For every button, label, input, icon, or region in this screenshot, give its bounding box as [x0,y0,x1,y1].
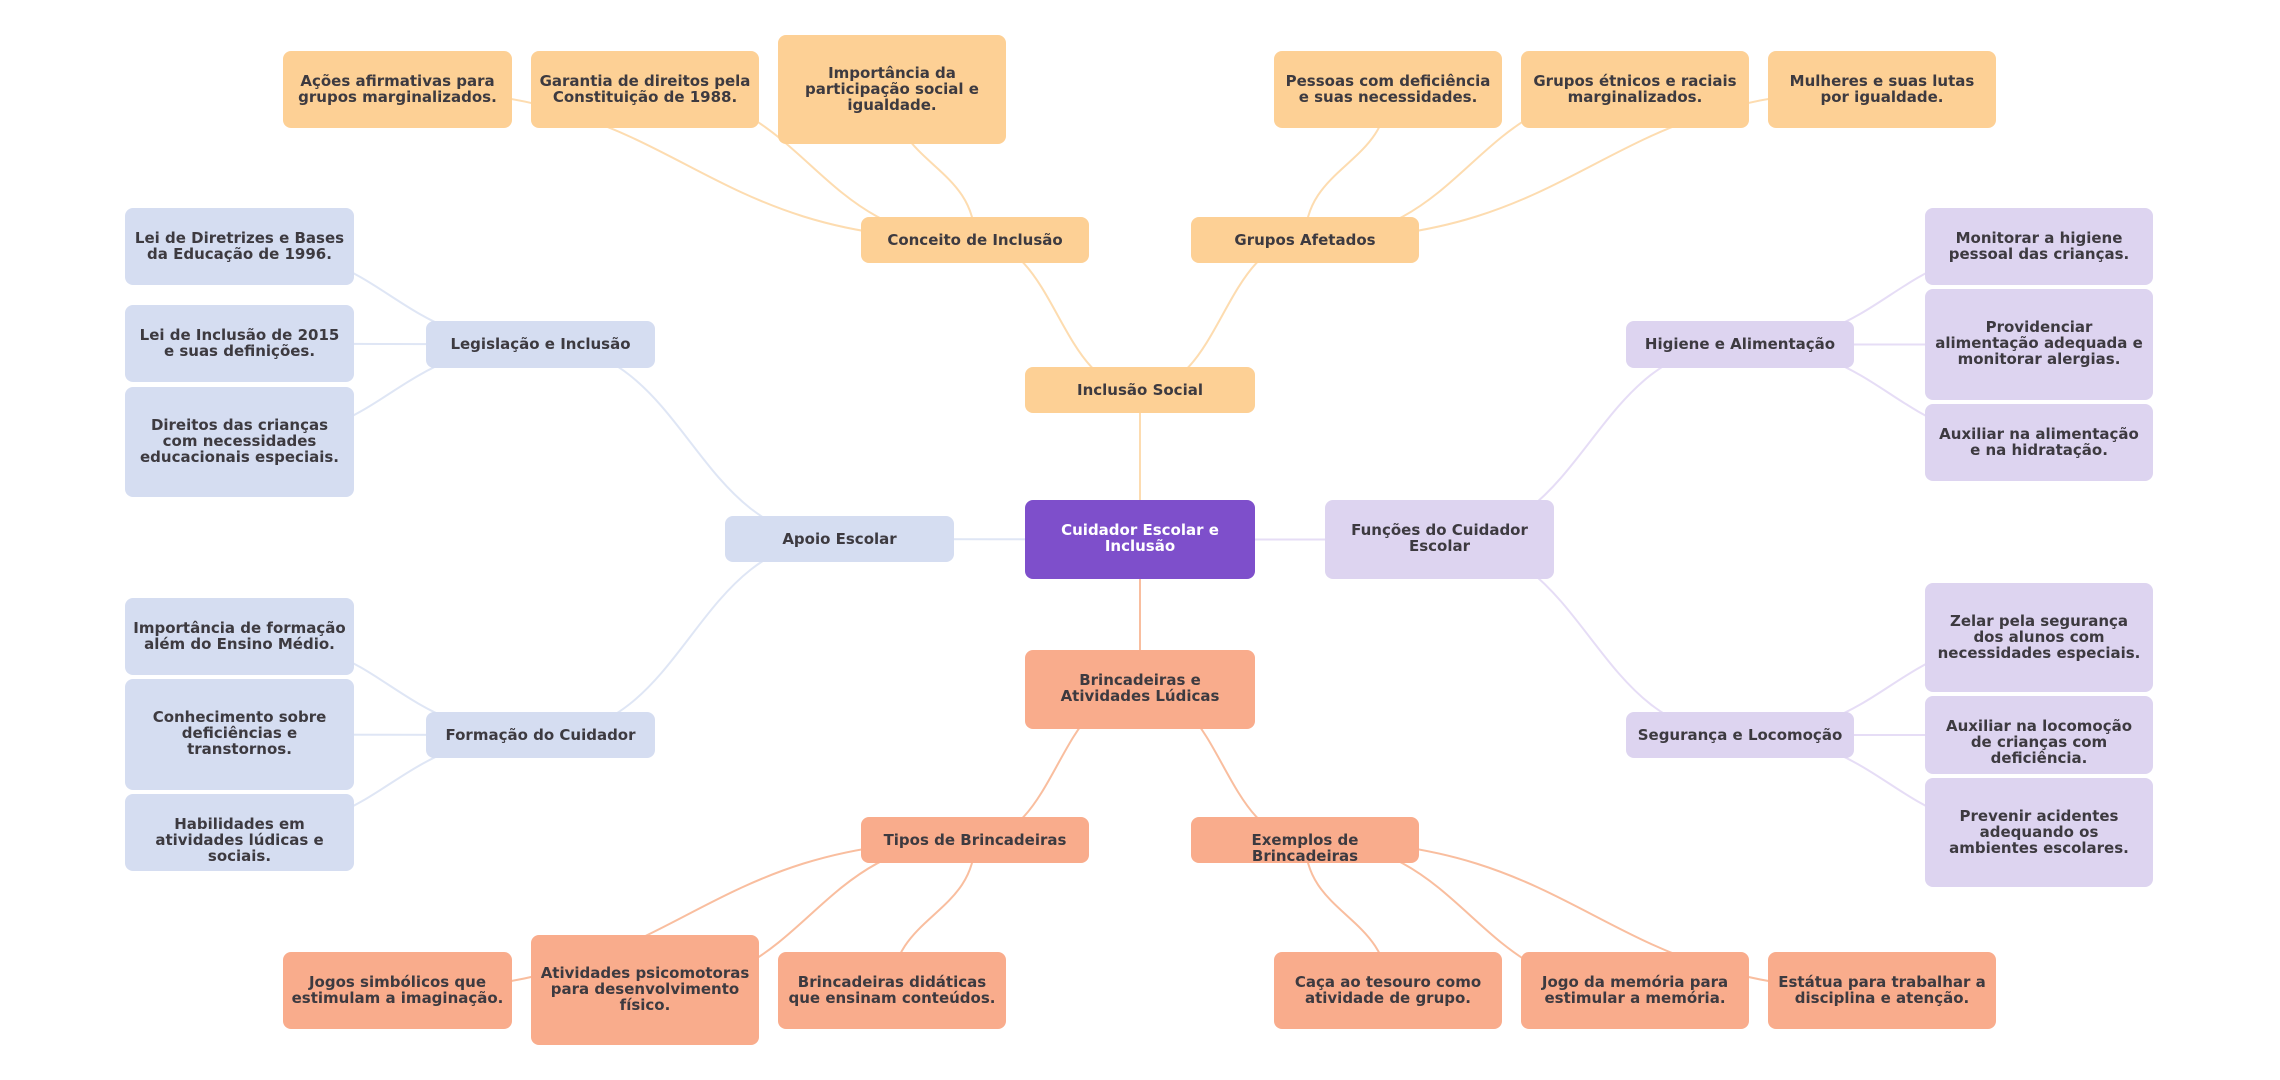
leaf-label: Mulheres e suas lutas por igualdade. [1789,72,1975,106]
leaf-label: Conhecimento sobre deficiências e transt… [152,708,327,758]
topic-label: Higiene e Alimentação [1644,335,1836,353]
leaf-label: Zelar pela segurança dos alunos com nece… [1937,612,2141,662]
leaf-label: Jogo da memória para estimular a memória… [1541,973,1729,1007]
leaf-label: Lei de Inclusão de 2015 e suas definiçõe… [139,326,340,360]
leaf-label: Estátua para trabalhar a disciplina e at… [1778,973,1986,1007]
leaf-label: Prevenir acidentes adequando os ambiente… [1949,807,2129,857]
leaf-label: Auxiliar na alimentação e na hidratação. [1939,425,2139,459]
leaf-label: Pessoas com deficiência e suas necessida… [1285,72,1491,106]
topic-label: Formação do Cuidador [445,726,636,744]
root-label: Cuidador Escolar e Inclusão [1061,521,1219,555]
topic-label: Legislação e Inclusão [450,335,631,353]
leaf-acoes-afirmativas[interactable]: Ações afirmativas para grupos marginaliz… [283,51,512,128]
topic-grupos-afetados[interactable]: Grupos Afetados [1191,217,1419,263]
leaf-auxiliar-alimentacao[interactable]: Auxiliar na alimentação e na hidratação. [1925,404,2153,481]
leaf-brincadeiras-didaticas[interactable]: Brincadeiras didáticas que ensinam conte… [778,952,1006,1029]
leaf-label: Providenciar alimentação adequada e moni… [1935,318,2143,368]
topic-exemplos-brincadeiras[interactable]: Exemplos de Brincadeiras [1191,817,1419,865]
root-node[interactable]: Cuidador Escolar e Inclusão [1025,500,1255,579]
leaf-label: Monitorar a higiene pessoal das crianças… [1948,229,2130,263]
leaf-grupos-etnicos[interactable]: Grupos étnicos e raciais marginalizados. [1521,51,1749,128]
leaf-label: Grupos étnicos e raciais marginalizados. [1533,72,1737,106]
leaf-label: Habilidades em atividades lúdicas e soci… [155,815,324,865]
leaf-jogo-memoria[interactable]: Jogo da memória para estimular a memória… [1521,952,1749,1029]
leaf-label: Lei de Diretrizes e Bases da Educação de… [134,229,345,263]
topic-label: Grupos Afetados [1234,231,1376,249]
edge-apoio-legislacao [540,343,840,540]
topic-label: Tipos de Brincadeiras [883,831,1067,849]
leaf-label: Garantia de direitos pela Constituição d… [539,72,751,106]
leaf-label: Caça ao tesouro como atividade de grupo. [1294,973,1482,1007]
leaf-label: Importância da participação social e igu… [805,64,979,114]
topic-conceito-inclusao[interactable]: Conceito de Inclusão [861,217,1089,263]
leaf-label: Direitos das crianças com necessidades e… [140,416,339,466]
leaf-monitorar-higiene[interactable]: Monitorar a higiene pessoal das crianças… [1925,208,2153,285]
leaf-label: Auxiliar na locomoção de crianças com de… [1945,717,2133,767]
leaf-estatua[interactable]: Estátua para trabalhar a disciplina e at… [1768,952,1996,1029]
branch-label: Brincadeiras e Atividades Lúdicas [1060,671,1220,705]
leaf-zelar-seguranca[interactable]: Zelar pela segurança dos alunos com nece… [1925,583,2153,692]
leaf-importancia-formacao[interactable]: Importância de formação além do Ensino M… [125,598,354,675]
leaf-conhecimento-deficiencias[interactable]: Conhecimento sobre deficiências e transt… [125,679,354,790]
edge-apoio-formacao [540,538,840,736]
leaf-auxiliar-locomocao[interactable]: Auxiliar na locomoção de crianças com de… [1925,696,2153,774]
leaf-label: Ações afirmativas para grupos marginaliz… [298,72,497,106]
leaf-label: Brincadeiras didáticas que ensinam conte… [788,973,996,1007]
topic-legislacao-inclusao[interactable]: Legislação e Inclusão [426,321,655,368]
branch-inclusao-social[interactable]: Inclusão Social [1025,367,1255,413]
leaf-pessoas-deficiencia[interactable]: Pessoas com deficiência e suas necessida… [1274,51,1502,128]
branch-label: Funções do Cuidador Escolar [1351,521,1528,555]
leaf-importancia-participacao[interactable]: Importância da participação social e igu… [778,35,1006,144]
leaf-lei-inclusao-2015[interactable]: Lei de Inclusão de 2015 e suas definiçõe… [125,305,354,382]
branch-brincadeiras[interactable]: Brincadeiras e Atividades Lúdicas [1025,650,1255,729]
leaf-prevenir-acidentes[interactable]: Prevenir acidentes adequando os ambiente… [1925,778,2153,887]
leaf-direitos-criancas[interactable]: Direitos das crianças com necessidades e… [125,387,354,497]
leaf-providenciar-alimentacao[interactable]: Providenciar alimentação adequada e moni… [1925,289,2153,400]
leaf-lei-diretrizes[interactable]: Lei de Diretrizes e Bases da Educação de… [125,208,354,285]
leaf-garantia-direitos[interactable]: Garantia de direitos pela Constituição d… [531,51,759,128]
leaf-mulheres[interactable]: Mulheres e suas lutas por igualdade. [1768,51,1996,128]
leaf-label: Jogos simbólicos que estimulam a imagina… [291,973,504,1007]
leaf-habilidades-ludicas[interactable]: Habilidades em atividades lúdicas e soci… [125,794,354,871]
leaf-label: Atividades psicomotoras para desenvolvim… [540,964,750,1014]
branch-apoio-escolar[interactable]: Apoio Escolar [725,516,954,562]
leaf-caca-tesouro[interactable]: Caça ao tesouro como atividade de grupo. [1274,952,1502,1029]
topic-seguranca-locomocao[interactable]: Segurança e Locomoção [1626,712,1854,758]
branch-label: Apoio Escolar [782,530,897,548]
branch-label: Inclusão Social [1077,381,1203,399]
leaf-label: Importância de formação além do Ensino M… [133,619,346,653]
topic-formacao-cuidador[interactable]: Formação do Cuidador [426,712,655,758]
topic-tipos-brincadeiras[interactable]: Tipos de Brincadeiras [861,817,1089,863]
branch-funcoes-cuidador[interactable]: Funções do Cuidador Escolar [1325,500,1554,579]
topic-higiene-alimentacao[interactable]: Higiene e Alimentação [1626,321,1854,368]
topic-label: Exemplos de Brincadeiras [1251,831,1359,865]
leaf-atividades-psicomotoras[interactable]: Atividades psicomotoras para desenvolvim… [531,935,759,1045]
topic-label: Segurança e Locomoção [1637,726,1843,744]
topic-label: Conceito de Inclusão [887,231,1063,249]
leaf-jogos-simbolicos[interactable]: Jogos simbólicos que estimulam a imagina… [283,952,512,1029]
